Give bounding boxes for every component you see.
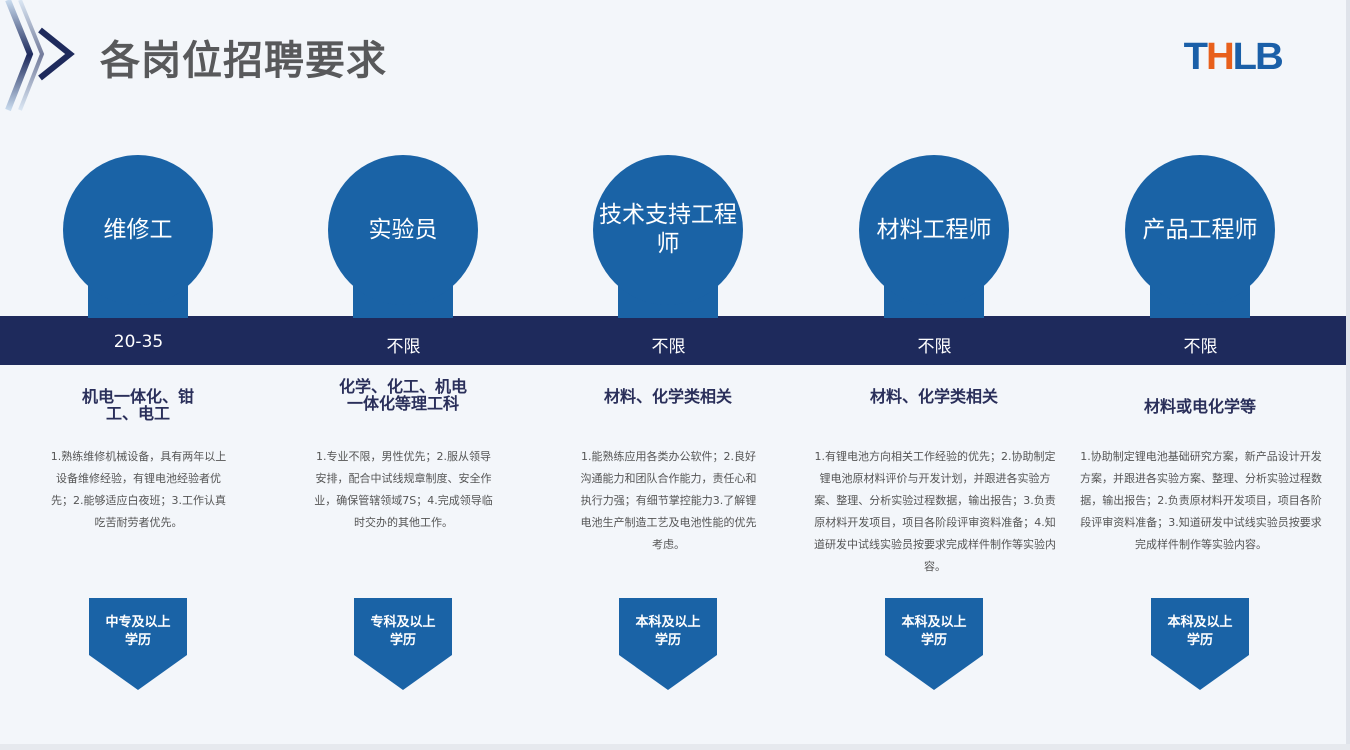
education-badge: 专科及以上学历 <box>354 598 452 690</box>
position-circle: 技术支持工程师 <box>593 155 743 305</box>
education-requirement: 中专及以上学历 <box>105 615 171 648</box>
position-circle: 实验员 <box>328 155 478 305</box>
position-circle: 材料工程师 <box>859 155 1009 305</box>
job-requirements: 1.熟练维修机械设备，具有两年以上设备维修经验，有锂电池经验者优先；2.能够适应… <box>50 450 227 529</box>
job-requirements: 1.协助制定锂电池基础研究方案，新产品设计开发方案，并跟进各实验方案、整理、分析… <box>1080 450 1322 551</box>
education-badge: 本科及以上学历 <box>1151 598 1249 690</box>
age-band <box>0 316 1346 365</box>
position-column: 实验员 不限 化学、化工、机电一体化等理工科 1.专业不限，男性优先；2.服从领… <box>271 0 536 750</box>
education-badge: 本科及以上学历 <box>885 598 983 690</box>
position-name: 维修工 <box>103 216 173 243</box>
education-requirement: 专科及以上学历 <box>370 615 436 648</box>
position-column: 材料工程师 不限 材料、化学类相关 1.有锂电池方向相关工作经验的优先；2.协助… <box>802 0 1067 750</box>
major-requirement: 化学、化工、机电一体化等理工科 <box>338 377 467 413</box>
page-title: 各岗位招聘要求 <box>100 38 387 84</box>
position-name: 产品工程师 <box>1142 216 1258 243</box>
education-requirement: 本科及以上学历 <box>1167 615 1233 648</box>
company-logo: THLB <box>1183 36 1284 78</box>
major-requirement: 材料、化学类相关 <box>869 387 998 406</box>
position-name: 技术支持工程师 <box>599 202 737 257</box>
position-column: 技术支持工程师 不限 材料、化学类相关 1.能熟练应用各类办公软件；2.良好沟通… <box>536 0 801 750</box>
position-column: 维修工 20-35 机电一体化、钳工、电工 1.熟练维修机械设备，具有两年以上设… <box>6 0 271 750</box>
divider <box>1346 0 1350 750</box>
age-requirement: 不限 <box>386 337 421 357</box>
divider <box>0 744 1350 750</box>
position-name: 材料工程师 <box>876 216 992 243</box>
education-requirement: 本科及以上学历 <box>901 615 967 648</box>
education-badge: 中专及以上学历 <box>89 598 187 690</box>
major-requirement: 材料或电化学等 <box>1143 397 1256 416</box>
position-column: 产品工程师 不限 材料或电化学等 1.协助制定锂电池基础研究方案，新产品设计开发… <box>1068 0 1333 750</box>
job-requirements: 1.有锂电池方向相关工作经验的优先；2.协助制定锂电池原材料评价与开发计划，并跟… <box>814 450 1056 573</box>
chevron-decoration-icon <box>5 0 75 112</box>
education-badge: 本科及以上学历 <box>619 598 717 690</box>
job-requirements: 1.能熟练应用各类办公软件；2.良好沟通能力和团队合作能力，责任心和执行力强；有… <box>580 450 757 551</box>
position-circle: 产品工程师 <box>1125 155 1275 305</box>
position-circle: 维修工 <box>63 155 213 305</box>
education-requirement: 本科及以上学历 <box>635 615 701 648</box>
age-requirement: 20-35 <box>113 332 164 352</box>
major-requirement: 机电一体化、钳工、电工 <box>81 387 194 423</box>
job-requirements: 1.专业不限，男性优先；2.服从领导安排，配合中试线规章制度、安全作业，确保管辖… <box>314 450 493 529</box>
age-requirement: 不限 <box>651 337 686 357</box>
age-requirement: 不限 <box>1183 337 1218 357</box>
major-requirement: 材料、化学类相关 <box>603 387 732 406</box>
age-requirement: 不限 <box>917 337 952 357</box>
position-name: 实验员 <box>368 216 438 243</box>
